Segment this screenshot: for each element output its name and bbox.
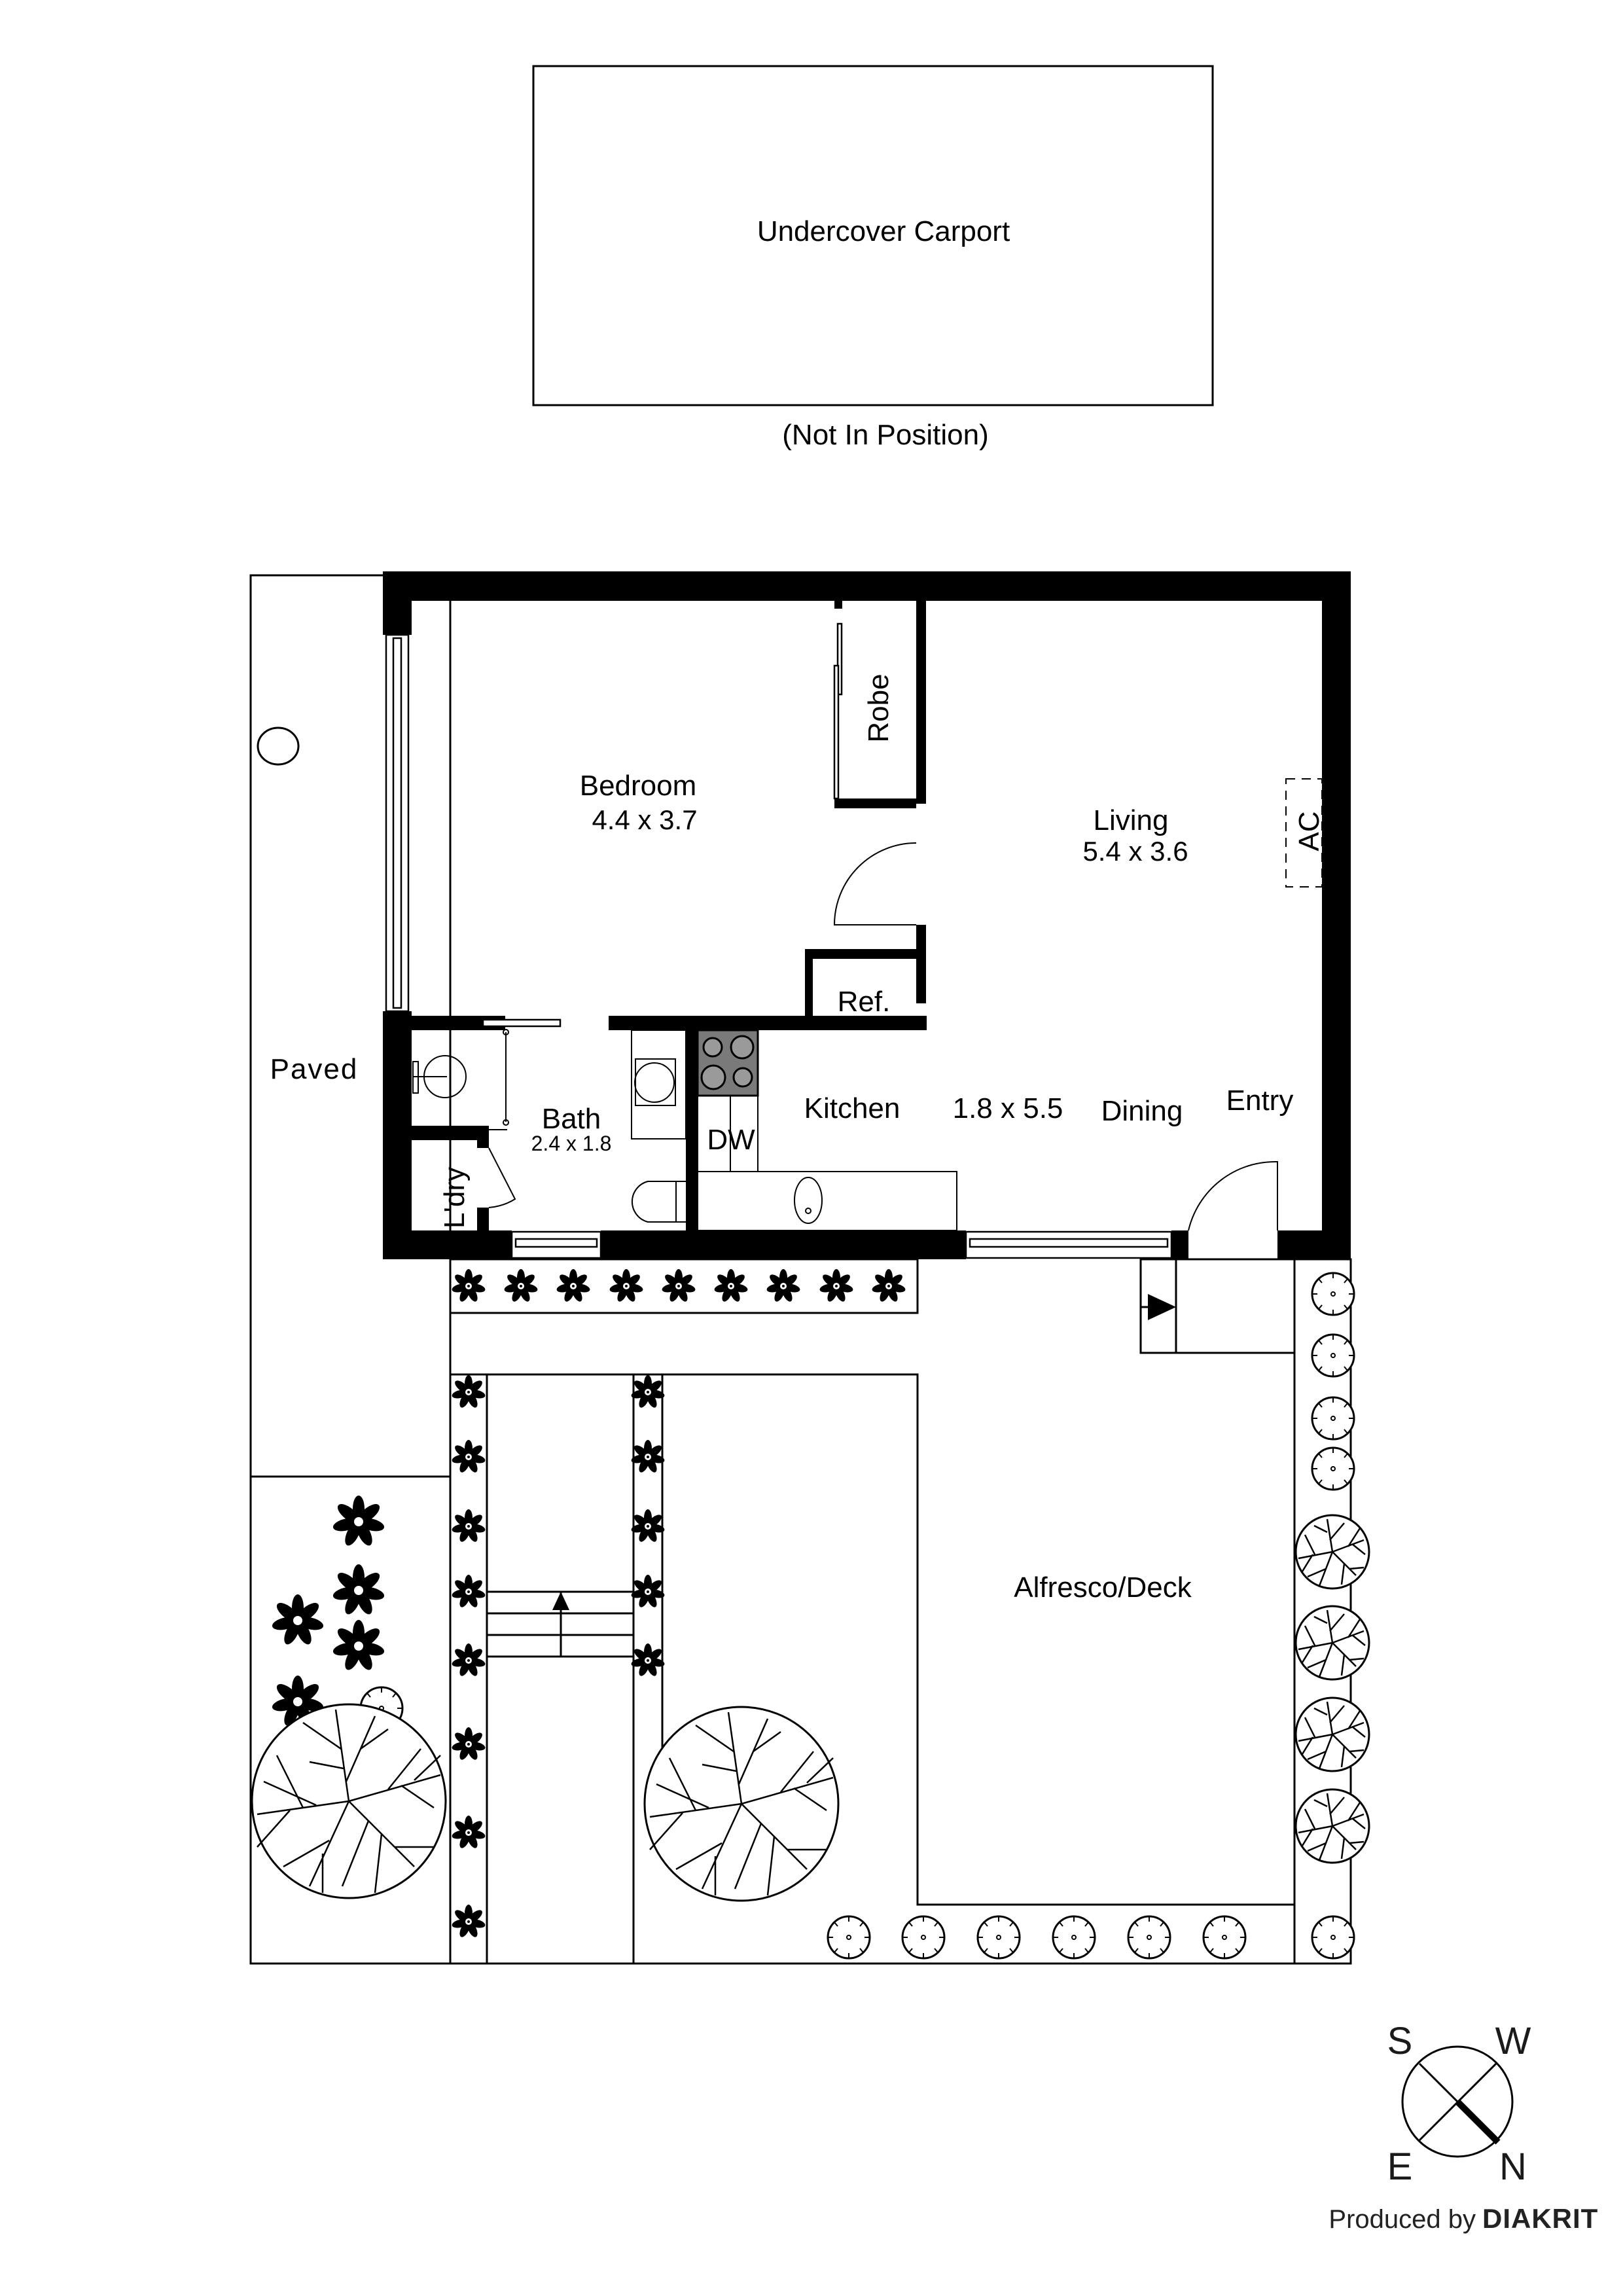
credit-prefix: Produced by bbox=[1329, 2205, 1476, 2234]
bath-label: Bath bbox=[542, 1103, 601, 1135]
living-label: Living bbox=[1094, 804, 1169, 836]
kitchen-label: Kitchen bbox=[804, 1092, 901, 1124]
dining-label: Dining bbox=[1101, 1095, 1183, 1127]
dishwasher bbox=[697, 1095, 758, 1172]
robe-label: Robe bbox=[863, 673, 895, 742]
bedroom-label: Bedroom bbox=[580, 770, 697, 802]
site-boundary bbox=[249, 574, 1352, 1965]
fixtures bbox=[412, 1029, 957, 1231]
compass-w: W bbox=[1495, 2020, 1531, 2062]
dw-label: DW bbox=[707, 1124, 755, 1156]
bath-dims: 2.4 x 1.8 bbox=[531, 1132, 612, 1155]
living-dims: 5.4 x 3.6 bbox=[1082, 836, 1188, 867]
doors bbox=[482, 622, 1278, 1231]
plants bbox=[251, 1269, 1370, 1960]
drain-icon bbox=[257, 726, 300, 766]
laundry-label: L'dry bbox=[438, 1167, 471, 1229]
windows bbox=[385, 634, 1173, 1259]
credit-brand-logo: DIAKRIT bbox=[1482, 2203, 1598, 2234]
bedroom-dims: 4.4 x 3.7 bbox=[592, 804, 697, 835]
paved-label: Paved bbox=[270, 1053, 359, 1085]
ac-unit bbox=[1285, 778, 1323, 888]
kitchen-dining-dims: 1.8 x 5.5 bbox=[953, 1092, 1063, 1124]
compass-e: E bbox=[1387, 2145, 1413, 2188]
compass-icon: S W E N bbox=[1387, 2020, 1531, 2188]
ac-label: AC bbox=[1293, 811, 1325, 851]
carport-note: (Not In Position) bbox=[782, 419, 988, 451]
carport-label: Undercover Carport bbox=[757, 215, 1010, 247]
entry-label: Entry bbox=[1226, 1085, 1294, 1117]
compass-n: N bbox=[1499, 2145, 1527, 2188]
cooktop-burners bbox=[696, 1029, 759, 1172]
toilet-icon bbox=[631, 1181, 686, 1223]
carport-outline bbox=[532, 65, 1214, 406]
compass-s: S bbox=[1387, 2020, 1413, 2062]
credit: Produced by DIAKRIT bbox=[1329, 2203, 1598, 2234]
alfresco-label: Alfresco/Deck bbox=[1014, 1571, 1192, 1604]
stairs bbox=[487, 1590, 633, 1658]
house-walls bbox=[383, 571, 1351, 1259]
stair-arrow-icon bbox=[552, 1592, 569, 1610]
sink-icon bbox=[794, 1177, 823, 1224]
basin-icon bbox=[634, 1062, 675, 1103]
ref-label: Ref. bbox=[838, 986, 891, 1018]
carport: Undercover Carport (Not In Position) bbox=[532, 65, 1214, 451]
